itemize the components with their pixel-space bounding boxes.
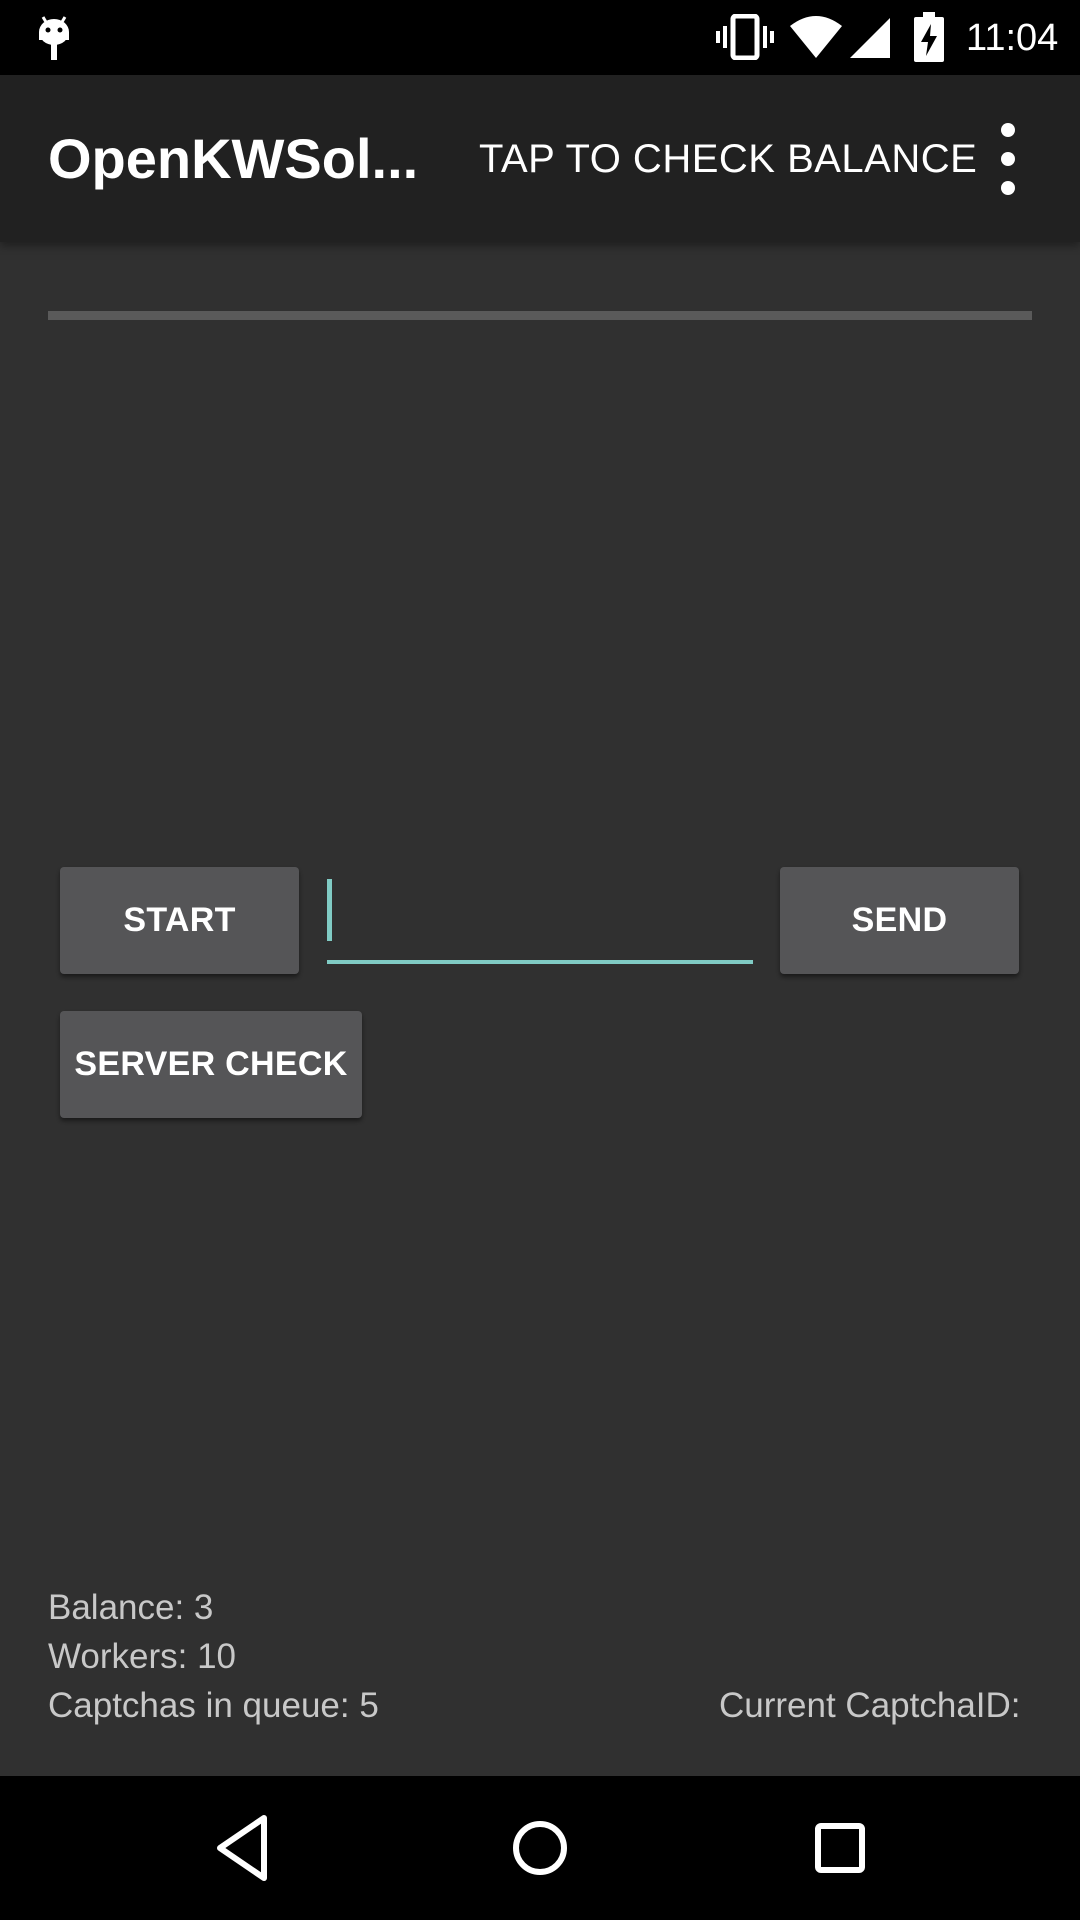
home-icon[interactable] xyxy=(510,1816,570,1880)
status-bar: 11:04 xyxy=(0,0,1080,75)
vibrate-icon xyxy=(716,14,774,60)
queue-text: Captchas in queue: 5 xyxy=(48,1686,379,1725)
clock: 11:04 xyxy=(966,17,1059,59)
progress-bar xyxy=(48,311,1032,320)
workers-text: Workers: 10 xyxy=(48,1637,237,1676)
action-bar: OpenKWSol... TAP TO CHECK BALANCE xyxy=(0,75,1080,242)
navigation-bar xyxy=(0,1776,1080,1920)
android-debug-icon xyxy=(39,16,69,60)
server-check-button[interactable]: SERVER CHECK xyxy=(60,1011,362,1118)
back-icon[interactable] xyxy=(212,1812,272,1884)
send-button[interactable]: SEND xyxy=(780,867,1019,974)
battery-charging-icon xyxy=(914,12,944,62)
app-title: OpenKWSol... xyxy=(48,127,418,190)
balance-text: Balance: 3 xyxy=(48,1588,214,1627)
captcha-input[interactable] xyxy=(327,868,753,964)
check-balance-button[interactable]: TAP TO CHECK BALANCE xyxy=(479,137,978,181)
wifi-icon xyxy=(790,16,842,58)
text-cursor xyxy=(327,879,332,941)
signal-icon xyxy=(850,18,890,58)
start-button[interactable]: START xyxy=(60,867,299,974)
more-vert-icon[interactable] xyxy=(986,121,1030,197)
captcha-id-text: Current CaptchaID: xyxy=(719,1686,1021,1725)
recents-icon[interactable] xyxy=(810,1818,870,1878)
